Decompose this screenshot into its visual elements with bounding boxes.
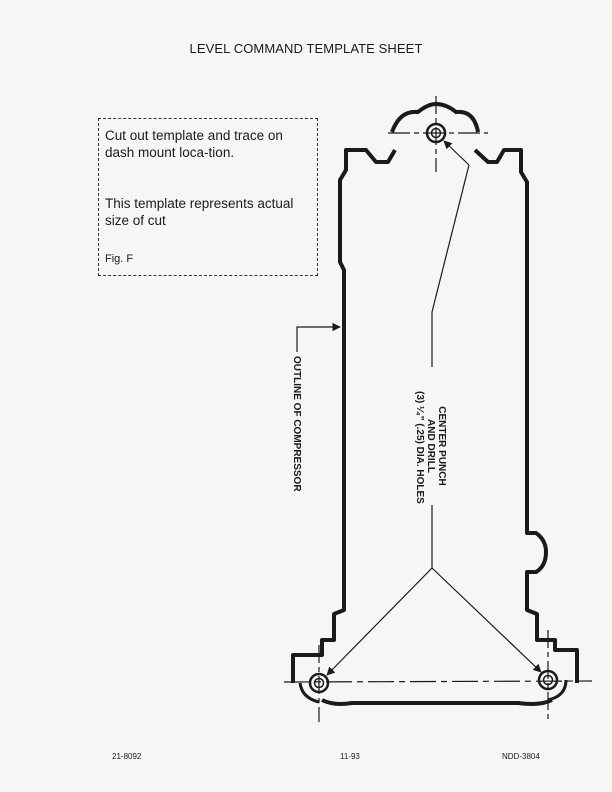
instruction-text-cut-out: Cut out template and trace on dash mount… — [105, 128, 283, 160]
top-dome — [390, 101, 480, 133]
center-punch-label-line1: CENTER PUNCH — [436, 406, 447, 486]
compressor-outline — [291, 148, 579, 706]
bottom-center-line — [283, 680, 593, 683]
leader-to-top-hole-diagonal — [431, 164, 470, 313]
footer-document-number: NDD-3804 — [502, 752, 540, 761]
bottom-right-hole — [537, 630, 568, 722]
center-punch-label-line3: (3) ¹⁄₄" (.25) DIA. HOLES — [414, 391, 425, 504]
compressor-outline-left — [291, 148, 397, 683]
center-punch-label: CENTER PUNCH AND DRILL (3) ¹⁄₄" (.25) DI… — [414, 391, 447, 504]
compressor-outline-bottom — [321, 698, 553, 706]
leader-top-arrow — [443, 140, 470, 166]
figure-label: Fig. F — [105, 253, 134, 265]
compressor-outline-right — [473, 148, 579, 683]
leader-to-bottom-left-hole — [326, 567, 433, 676]
top-hole — [388, 96, 488, 172]
outline-leader-arrow — [296, 322, 341, 352]
bottom-left-hole — [298, 645, 330, 722]
center-punch-leaders — [326, 140, 542, 676]
instruction-text-actual-size: This template represents actual size of … — [105, 196, 294, 228]
center-punch-label-line2: AND DRILL — [425, 419, 436, 473]
outline-of-compressor-label: OUTLINE OF COMPRESSOR — [291, 356, 302, 492]
page-title: LEVEL COMMAND TEMPLATE SHEET — [189, 41, 423, 56]
leader-to-bottom-right-hole — [431, 567, 542, 673]
footer-date: 11-93 — [340, 752, 360, 761]
instruction-box: Cut out template and trace on dash mount… — [98, 118, 318, 276]
footer-part-number: 21-8092 — [112, 752, 142, 761]
